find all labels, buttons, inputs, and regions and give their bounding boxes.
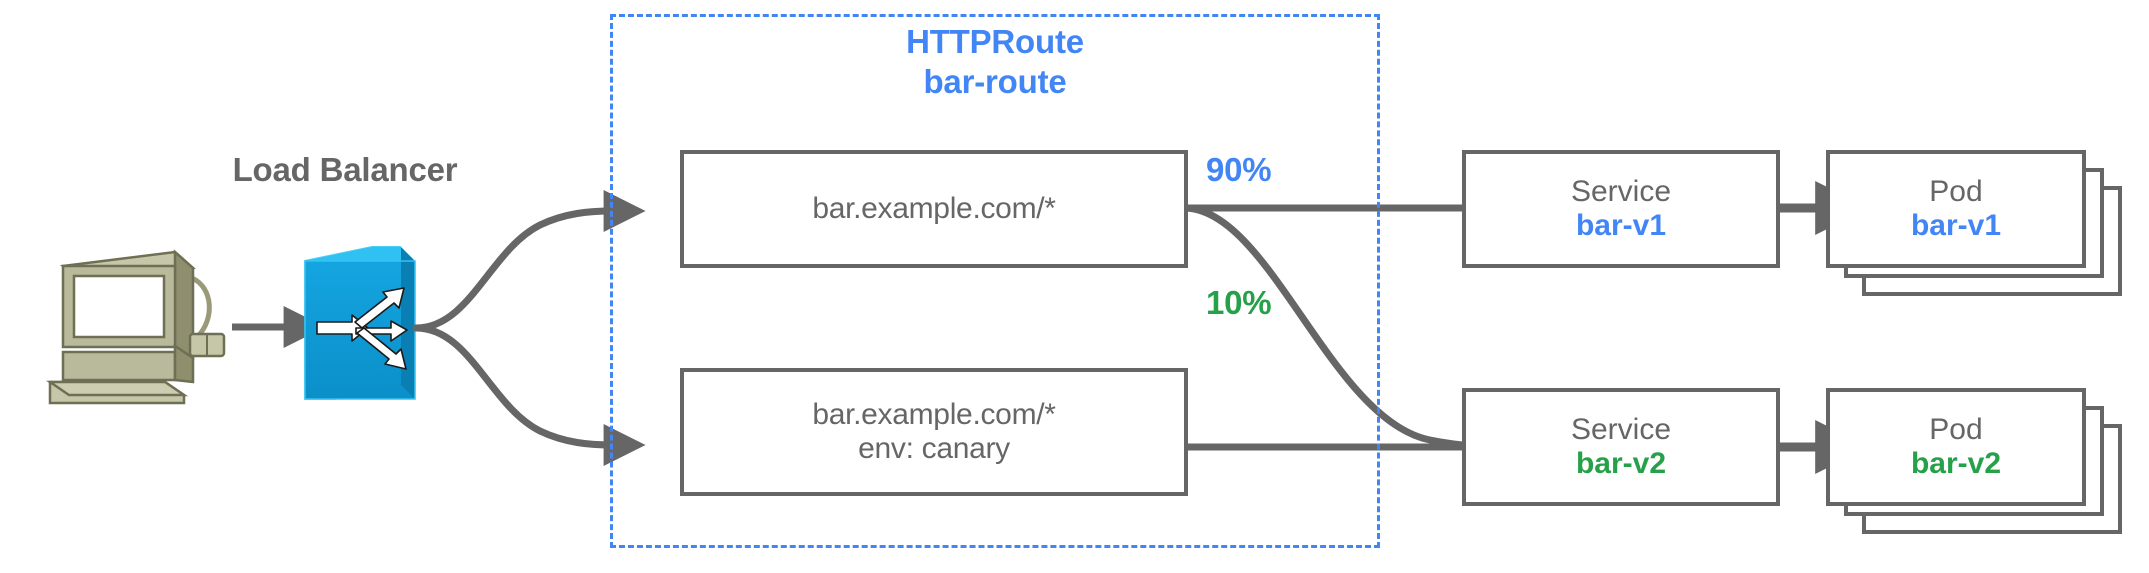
- route-primary-line1: bar.example.com/*: [812, 192, 1056, 225]
- pod-v1-name: bar-v1: [1910, 209, 2002, 242]
- service-v1-kind: Service: [1570, 175, 1672, 208]
- network-switch-icon: [304, 246, 416, 400]
- httproute-name-text: bar-route: [923, 63, 1067, 101]
- service-v2-kind: Service: [1570, 413, 1672, 446]
- pod-v2-kind: Pod: [1929, 413, 1983, 446]
- pod-box-bar-v1[interactable]: Pod bar-v1: [1826, 150, 2086, 268]
- httproute-kind-text: HTTPRoute: [906, 23, 1084, 60]
- service-v2-name: bar-v2: [1575, 447, 1667, 480]
- load-balancer-title: Load Balancer: [232, 151, 458, 188]
- service-box-bar-v2[interactable]: Service bar-v2: [1462, 388, 1780, 506]
- route-canary-line2: env: canary: [858, 432, 1010, 465]
- pod-v2-name: bar-v2: [1910, 447, 2002, 480]
- pod-v1-kind: Pod: [1929, 175, 1983, 208]
- httproute-region: [610, 14, 1380, 548]
- weight-label-10: 10%: [1206, 284, 1272, 321]
- arrow-loadbalancer-to-routes: [412, 190, 646, 466]
- route-canary-line1: bar.example.com/*: [812, 398, 1056, 431]
- desktop-computer-icon: [45, 249, 226, 405]
- httproute-kind-label: HTTPRoute bar-route: [610, 22, 1380, 103]
- pod-box-bar-v2[interactable]: Pod bar-v2: [1826, 388, 2086, 506]
- weight-label-90: 90%: [1206, 151, 1272, 188]
- service-box-bar-v1[interactable]: Service bar-v1: [1462, 150, 1780, 268]
- service-v1-name: bar-v1: [1575, 209, 1667, 242]
- route-box-canary[interactable]: bar.example.com/* env: canary: [680, 368, 1188, 496]
- route-box-primary[interactable]: bar.example.com/*: [680, 150, 1188, 268]
